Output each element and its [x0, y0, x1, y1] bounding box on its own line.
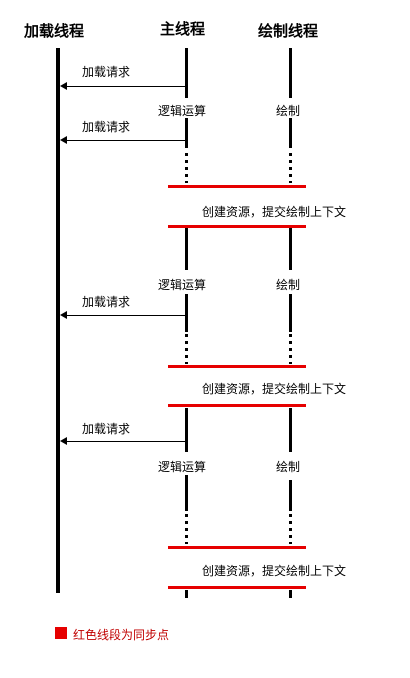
main-thread-header: 主线程 — [160, 20, 206, 38]
sync-line-bottom — [168, 404, 306, 407]
sync-label: 创建资源，提交绘制上下文 — [202, 382, 347, 396]
render-thread-segment — [289, 48, 292, 98]
arrowhead-left-icon — [60, 311, 67, 319]
render-thread-header: 绘制线程 — [258, 22, 319, 40]
legend-swatch — [55, 627, 67, 639]
main-thread-segment — [185, 590, 188, 598]
main-thread-segment — [185, 408, 188, 452]
draw-label: 绘制 — [276, 278, 301, 292]
render-thread-dotted-segment — [289, 153, 292, 183]
render-thread-dotted-segment — [289, 514, 292, 544]
sync-line-top — [168, 365, 306, 368]
render-thread-segment — [289, 228, 292, 270]
render-thread-segment — [289, 408, 292, 452]
load-request-arrow — [60, 136, 186, 144]
draw-label: 绘制 — [276, 104, 301, 118]
sync-line-bottom — [168, 586, 306, 589]
load-request-arrow — [60, 82, 186, 90]
main-thread-segment — [185, 228, 188, 270]
sync-label: 创建资源，提交绘制上下文 — [202, 564, 347, 578]
sync-line-top — [168, 185, 306, 188]
load-request-label: 加载请求 — [82, 120, 131, 134]
render-thread-segment — [289, 118, 292, 148]
arrowhead-left-icon — [60, 82, 67, 90]
render-thread-dotted-segment — [289, 334, 292, 364]
load-request-label: 加载请求 — [82, 295, 131, 309]
main-thread-dotted-segment — [185, 153, 188, 183]
load-request-arrow — [60, 311, 186, 319]
sync-line-bottom — [168, 225, 306, 228]
render-thread-segment — [289, 294, 292, 332]
arrowhead-left-icon — [60, 136, 67, 144]
loading-thread-lifeline — [56, 48, 60, 593]
render-thread-segment — [289, 590, 292, 598]
main-thread-segment — [185, 475, 188, 511]
load-request-label: 加载请求 — [82, 65, 131, 79]
sync-label: 创建资源，提交绘制上下文 — [202, 205, 347, 219]
main-thread-segment — [185, 118, 188, 148]
main-thread-dotted-segment — [185, 514, 188, 544]
sync-line-top — [168, 546, 306, 549]
logic-operation-label: 逻辑运算 — [158, 460, 207, 474]
arrowhead-left-icon — [60, 437, 67, 445]
draw-label: 绘制 — [276, 460, 301, 474]
main-thread-segment — [185, 294, 188, 332]
main-thread-dotted-segment — [185, 334, 188, 364]
render-thread-segment — [289, 480, 292, 511]
legend-text: 红色线段为同步点 — [73, 628, 170, 642]
load-request-arrow — [60, 437, 186, 445]
logic-operation-label: 逻辑运算 — [158, 278, 207, 292]
load-request-label: 加载请求 — [82, 422, 131, 436]
logic-operation-label: 逻辑运算 — [158, 104, 207, 118]
loading-thread-header: 加载线程 — [24, 22, 85, 40]
main-thread-segment — [185, 48, 188, 98]
